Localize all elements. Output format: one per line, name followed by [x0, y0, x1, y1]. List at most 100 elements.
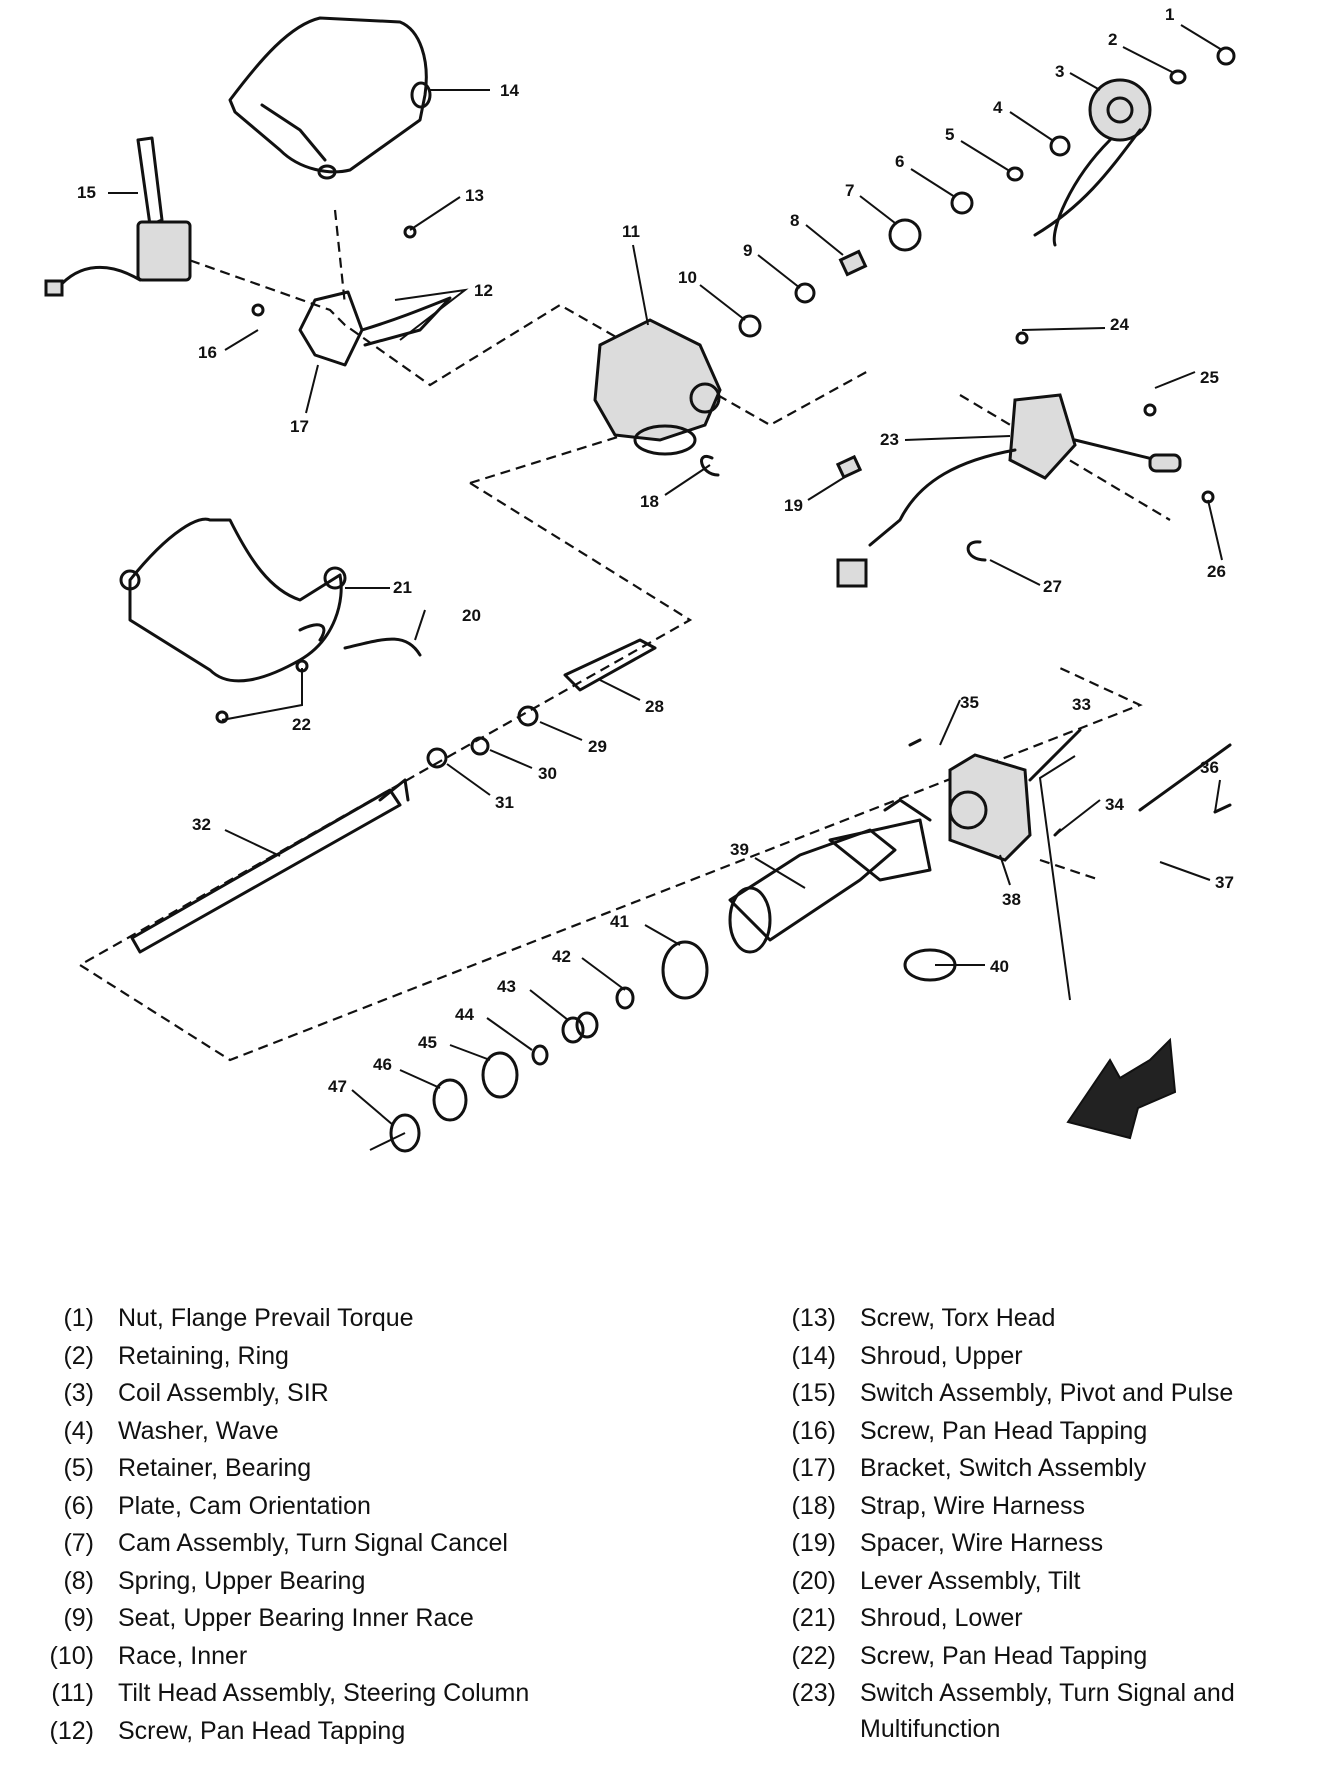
legend-label: Tilt Head Assembly, Steering Column	[118, 1679, 530, 1707]
callout-14: 14	[500, 81, 519, 100]
legend-number: (13)	[791, 1304, 836, 1332]
legend-number: (16)	[791, 1416, 836, 1445]
callout-2: 2	[1108, 30, 1117, 49]
callout-1: 1	[1165, 5, 1174, 24]
legend-number: (15)	[791, 1379, 836, 1407]
legend-item: (4) Washer, Wave	[24, 1413, 664, 1451]
legend-number: (23)	[791, 1679, 836, 1707]
legend-label: Spring, Upper Bearing	[118, 1566, 366, 1595]
legend-label: Switch Assembly, Pivot and Pulse	[860, 1379, 1234, 1407]
legend-item: (17) Bracket, Switch Assembly	[766, 1450, 1326, 1488]
legend-item: (13)Screw, Torx Head	[766, 1300, 1326, 1338]
legend-item: (19) Spacer, Wire Harness	[766, 1525, 1326, 1563]
legend-number: (19)	[791, 1529, 836, 1557]
legend-number: (12)	[49, 1716, 94, 1745]
callout-5: 5	[945, 125, 954, 144]
legend-number: (7)	[63, 1529, 94, 1557]
legend-label: Lever Assembly, Tilt	[860, 1566, 1081, 1595]
column-hardware-parts	[738, 46, 1236, 338]
callout-16: 16	[198, 343, 217, 362]
callout-6: 6	[895, 152, 904, 171]
callout-4: 4	[993, 98, 1003, 117]
direction-arrow-icon	[1066, 1037, 1177, 1140]
legend-number: (9)	[63, 1604, 94, 1632]
legend-number: (10)	[49, 1641, 94, 1670]
callout-40: 40	[990, 957, 1009, 976]
small-fastener-parts	[215, 225, 1232, 837]
legend-label: Strap, Wire Harness	[860, 1491, 1086, 1520]
turn-signal-switch-part	[836, 393, 1182, 588]
callout-23: 23	[880, 430, 899, 449]
callout-7: 7	[845, 181, 854, 200]
legend-label: Switch Assembly, Turn Signal and Multifu…	[860, 1679, 1235, 1743]
callout-8: 8	[790, 211, 799, 230]
legend-item: (14)Shroud, Upper	[766, 1338, 1326, 1376]
legend-item: (18) Strap, Wire Harness	[766, 1488, 1326, 1526]
legend-label: Cam Assembly, Turn Signal Cancel	[118, 1529, 508, 1557]
legend-number: (17)	[791, 1454, 836, 1482]
callout-26: 26	[1207, 562, 1226, 581]
legend-number: (11)	[51, 1679, 94, 1707]
callout-35: 35	[960, 693, 979, 712]
callout-9: 9	[743, 241, 752, 260]
callout-39: 39	[730, 840, 749, 859]
legend-number: (8)	[63, 1566, 94, 1595]
callout-32: 32	[192, 815, 211, 834]
lower-bearing-parts	[389, 940, 957, 1153]
legend-number: (2)	[63, 1341, 94, 1370]
callout-42: 42	[552, 947, 571, 966]
legend-item: (20)Lever Assembly, Tilt	[766, 1563, 1326, 1601]
legend-label: Nut, Flange Prevail Torque	[118, 1304, 414, 1332]
parts-legend-left-column: (1)Nut, Flange Prevail Torque (2) Retaini…	[24, 1300, 664, 1750]
legend-item: (7) Cam Assembly, Turn Signal Cancel	[24, 1525, 664, 1563]
legend-item: (5)Retainer, Bearing	[24, 1450, 664, 1488]
callout-20: 20	[462, 606, 481, 625]
legend-item: (21) Shroud, Lower	[766, 1600, 1326, 1638]
legend-label: Screw, Pan Head Tapping	[860, 1641, 1148, 1670]
legend-label: Washer, Wave	[118, 1416, 279, 1445]
legend-item: (3)Coil Assembly, SIR	[24, 1375, 664, 1413]
steering-shaft-parts	[130, 638, 657, 954]
callout-43: 43	[497, 977, 516, 996]
legend-number: (18)	[791, 1491, 836, 1520]
legend-item: (23) Switch Assembly, Turn Signal and Mul…	[766, 1675, 1326, 1750]
legend-label: Screw, Pan Head Tapping	[118, 1716, 406, 1745]
callout-27: 27	[1043, 577, 1062, 596]
legend-item: (1)Nut, Flange Prevail Torque	[24, 1300, 664, 1338]
callout-28: 28	[645, 697, 664, 716]
tilt-head-part	[593, 318, 722, 456]
callout-leader-lines	[108, 24, 1223, 1151]
callout-38: 38	[1002, 890, 1021, 909]
legend-item: (9)Seat, Upper Bearing Inner Race	[24, 1600, 664, 1638]
legend-item: (22)Screw, Pan Head Tapping	[766, 1638, 1326, 1676]
callout-36: 36	[1200, 758, 1219, 777]
callout-25: 25	[1200, 368, 1219, 387]
upper-shroud-part	[228, 16, 432, 180]
callout-31: 31	[495, 793, 514, 812]
legend-label: Plate, Cam Orientation	[118, 1491, 371, 1520]
callout-3: 3	[1055, 62, 1064, 81]
legend-label: Spacer, Wire Harness	[860, 1529, 1104, 1557]
lower-shroud-part	[119, 517, 347, 683]
legend-number: (3)	[63, 1379, 94, 1407]
callout-30: 30	[538, 764, 557, 783]
legend-label: Bracket, Switch Assembly	[860, 1454, 1147, 1482]
callout-21: 21	[393, 578, 412, 597]
switch-bracket-part	[298, 290, 452, 367]
legend-number: (21)	[791, 1604, 836, 1632]
callout-22: 22	[292, 715, 311, 734]
parts-legend: (1)Nut, Flange Prevail Torque (2) Retaini…	[0, 1300, 1344, 1760]
callout-45: 45	[418, 1033, 437, 1052]
column-housing-parts	[728, 728, 1232, 954]
callout-19: 19	[784, 496, 803, 515]
legend-label: Retaining, Ring	[118, 1341, 289, 1370]
callout-47: 47	[328, 1077, 347, 1096]
callout-34: 34	[1105, 795, 1124, 814]
pivot-pulse-switch-part	[44, 136, 192, 297]
callout-24: 24	[1110, 315, 1129, 334]
callout-33: 33	[1072, 695, 1091, 714]
legend-number: (4)	[63, 1416, 94, 1445]
legend-number: (6)	[63, 1491, 94, 1520]
legend-label: Shroud, Lower	[860, 1604, 1023, 1632]
legend-label: Shroud, Upper	[860, 1341, 1023, 1370]
